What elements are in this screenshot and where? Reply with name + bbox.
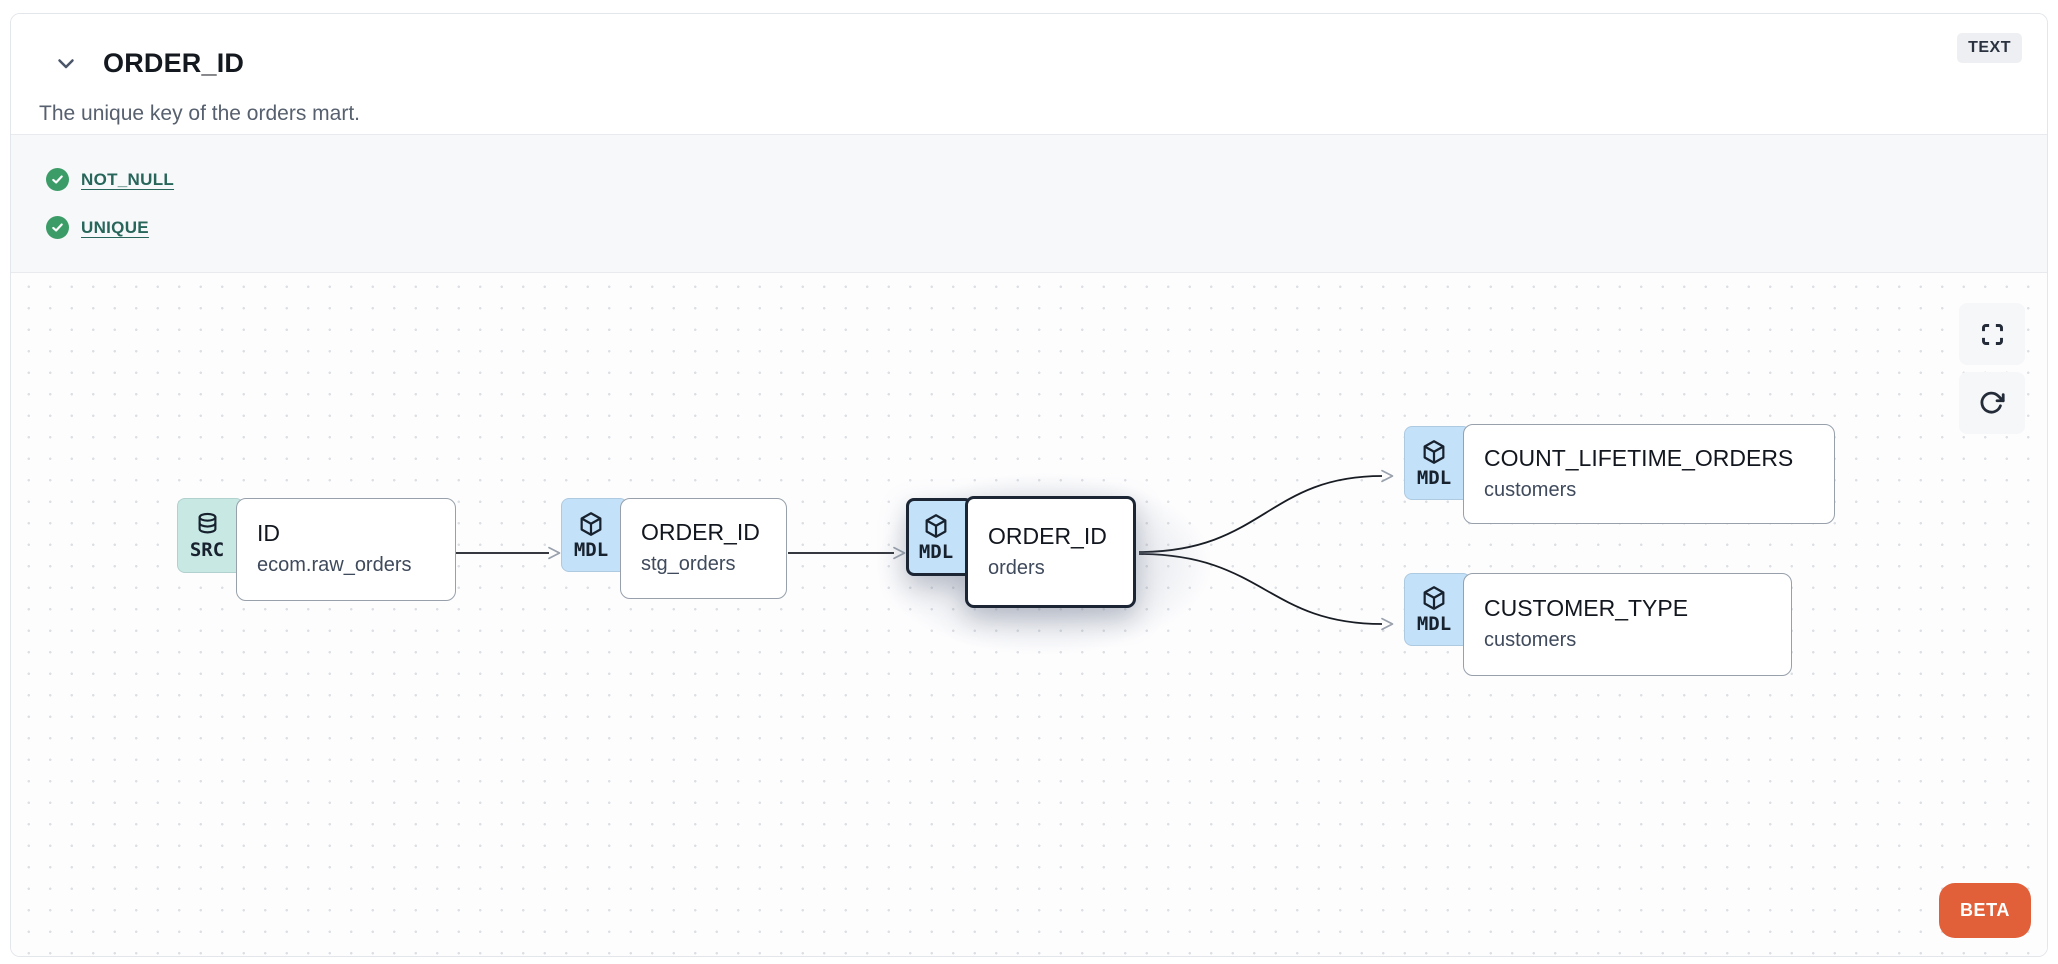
node-card: ORDER_ID orders [965, 496, 1136, 608]
lineage-node-count-lifetime-orders[interactable]: MDL COUNT_LIFETIME_ORDERS customers [1404, 424, 1835, 524]
column-description: The unique key of the orders mart. [39, 102, 360, 125]
lineage-edges [456, 469, 1394, 631]
lineage-node-customer-type[interactable]: MDL CUSTOMER_TYPE customers [1404, 573, 1792, 676]
lineage-node-id-raw-orders[interactable]: SRC ID ecom.raw_orders [177, 498, 456, 601]
cube-icon [1420, 584, 1448, 612]
node-card: ORDER_ID stg_orders [620, 498, 787, 599]
badge-label: SRC [189, 538, 225, 561]
model-badge: MDL [906, 498, 973, 576]
node-title: CUSTOMER_TYPE [1484, 595, 1689, 621]
badge-label: MDL [1416, 466, 1452, 489]
test-row: NOT_NULL [46, 168, 2047, 191]
header: ORDER_ID TEXT The unique key of the orde… [11, 14, 2047, 134]
beta-badge: BETA [1939, 883, 2031, 938]
tests-section: NOT_NULL UNIQUE [11, 134, 2047, 273]
node-title: ORDER_ID [988, 522, 1107, 549]
node-title: ID [257, 520, 280, 546]
badge-label: MDL [1416, 613, 1452, 635]
column-type-badge: TEXT [1957, 33, 2022, 63]
column-details-panel: ORDER_ID TEXT The unique key of the orde… [10, 13, 2048, 957]
source-badge: SRC [177, 498, 244, 573]
node-subtitle: orders [988, 556, 1045, 579]
node-card: ID ecom.raw_orders [236, 498, 456, 601]
model-badge: MDL [1404, 573, 1471, 646]
node-subtitle: customers [1484, 478, 1577, 501]
collapse-chevron-button[interactable] [54, 52, 78, 76]
refresh-icon [1978, 389, 2006, 417]
badge-label: MDL [918, 540, 954, 563]
node-subtitle: ecom.raw_orders [257, 554, 412, 576]
node-card: CUSTOMER_TYPE customers [1463, 573, 1792, 676]
database-icon [194, 511, 221, 538]
model-badge: MDL [561, 498, 628, 572]
node-title: ORDER_ID [641, 519, 760, 545]
cube-icon [1420, 438, 1448, 466]
cube-icon [922, 512, 950, 540]
model-badge: MDL [1404, 426, 1471, 500]
test-link-unique[interactable]: UNIQUE [81, 217, 149, 237]
test-link-not-null[interactable]: NOT_NULL [81, 169, 175, 189]
lineage-node-order-id-orders-selected[interactable]: MDL ORDER_ID orders [906, 496, 1136, 608]
node-subtitle: stg_orders [641, 553, 736, 575]
node-subtitle: customers [1484, 629, 1577, 651]
chevron-down-icon [54, 52, 78, 76]
fullscreen-button[interactable] [1959, 303, 2025, 365]
test-row: UNIQUE [46, 216, 2047, 239]
refresh-button[interactable] [1959, 372, 2025, 434]
fullscreen-icon [1979, 321, 2006, 348]
cube-icon [577, 510, 605, 538]
lineage-canvas[interactable]: SRC ID ecom.raw_orders MDL ORDE [11, 273, 2047, 956]
node-card: COUNT_LIFETIME_ORDERS customers [1463, 424, 1835, 524]
lineage-node-order-id-stg-orders[interactable]: MDL ORDER_ID stg_orders [561, 498, 787, 599]
page-title: ORDER_ID [103, 48, 245, 78]
badge-label: MDL [573, 538, 609, 561]
check-circle-icon [46, 168, 69, 191]
node-title: COUNT_LIFETIME_ORDERS [1484, 444, 1794, 471]
check-circle-icon [46, 216, 69, 239]
